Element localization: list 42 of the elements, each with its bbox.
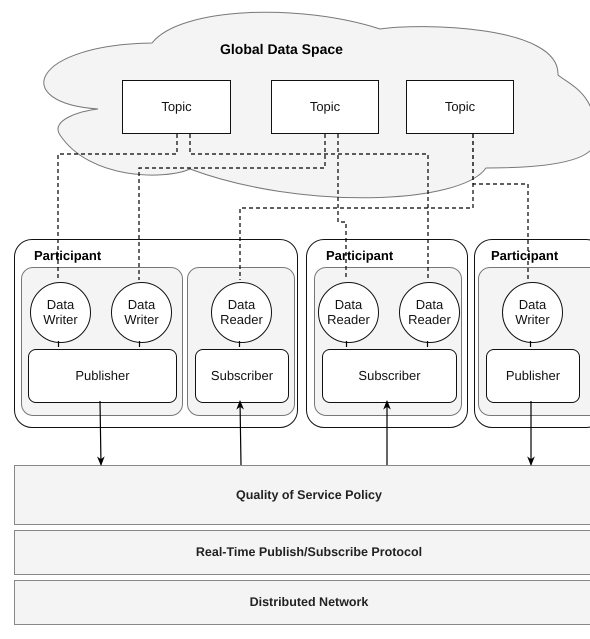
entity-circle: Data Writer: [502, 282, 563, 343]
entity-group: [478, 267, 590, 416]
connector-line: [346, 341, 348, 347]
connector-line: [57, 134, 178, 280]
arrow: [97, 400, 105, 466]
entity-group: [187, 267, 295, 416]
protocol-layer: Real-Time Publish/Subscribe Protocol: [14, 530, 590, 575]
participant-container: [474, 239, 590, 428]
entity-circle: Data Reader: [399, 282, 460, 343]
participant-container: [14, 239, 298, 428]
connector-line: [138, 134, 326, 280]
container-title: Participant: [34, 248, 102, 263]
subscriber-box: Subscriber: [195, 349, 289, 403]
publisher-box: Publisher: [28, 349, 177, 403]
container-title: Participant: [326, 248, 394, 263]
arrow: [236, 400, 244, 466]
publisher-box: Publisher: [486, 349, 580, 403]
entity-group: [21, 267, 183, 416]
connector-line: [238, 341, 240, 347]
connector-line: [58, 341, 60, 347]
arrow: [383, 400, 391, 465]
connector-line: [530, 341, 532, 347]
protocol-layer: Quality of Service Policy: [14, 465, 590, 525]
entity-circle: Data Reader: [211, 282, 272, 343]
connector-line: [337, 134, 347, 280]
participant-container: [306, 239, 468, 428]
connector-line: [189, 134, 429, 280]
container-title: Global Data Space: [220, 41, 343, 57]
connector-line: [472, 134, 529, 280]
entity-circle: Data Reader: [318, 282, 379, 343]
topic-box: Topic: [406, 80, 514, 134]
protocol-layer: Distributed Network: [14, 580, 590, 625]
topic-box: Topic: [122, 80, 231, 134]
entity-circle: Data Writer: [111, 282, 172, 343]
entity-group: [314, 267, 462, 416]
arrow: [527, 401, 535, 466]
topic-box: Topic: [271, 80, 379, 134]
container-title: Participant: [491, 248, 558, 263]
subscriber-box: Subscriber: [322, 349, 457, 403]
connector-line: [138, 341, 140, 347]
connector-line: [426, 341, 428, 347]
entity-circle: Data Writer: [30, 282, 91, 343]
